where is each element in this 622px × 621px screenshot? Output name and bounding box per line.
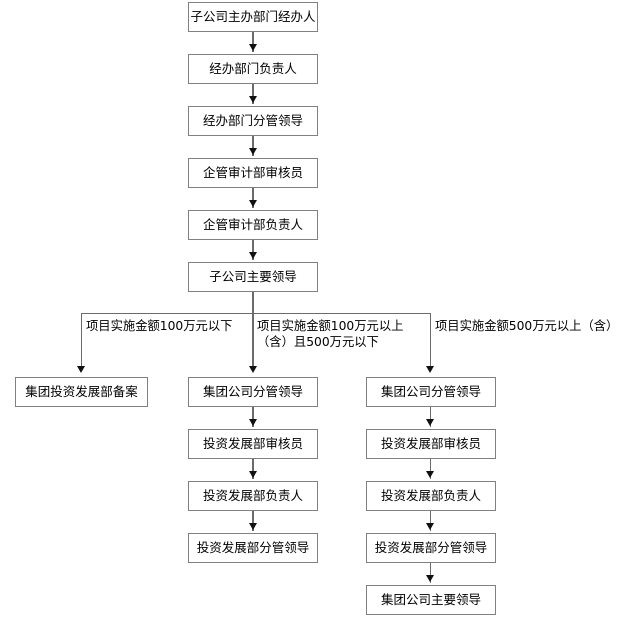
connector-split-stem xyxy=(252,292,254,314)
arrowhead-m3-m4 xyxy=(248,523,257,530)
process-node-audit-dept-reviewer[interactable]: 企管审计部审核员 xyxy=(188,158,318,188)
process-node-right-invest-reviewer[interactable]: 投资发展部审核员 xyxy=(366,429,496,459)
process-node-subsidiary-chief-leader[interactable]: 子公司主要领导 xyxy=(188,262,318,292)
arrowhead-m1-m2 xyxy=(248,419,257,426)
arrowhead-r2-r3 xyxy=(426,471,435,478)
process-node-group-invest-dept-filing[interactable]: 集团投资发展部备案 xyxy=(15,377,148,407)
arrowhead-n2-n3 xyxy=(248,96,257,103)
process-node-handling-dept-leader[interactable]: 经办部门分管领导 xyxy=(188,106,318,136)
connector-m1-m2 xyxy=(252,407,254,427)
process-node-mid-invest-head[interactable]: 投资发展部负责人 xyxy=(188,481,318,511)
branch-label-under-100: 项目实施金额100万元以下 xyxy=(86,319,233,333)
process-node-right-invest-head[interactable]: 投资发展部负责人 xyxy=(366,481,496,511)
arrowhead-m2-m3 xyxy=(248,471,257,478)
connector-branch-middle-drop xyxy=(252,313,254,369)
connector-branch-bus xyxy=(81,313,431,315)
connector-m3-m4 xyxy=(252,511,254,531)
connector-n1-n2 xyxy=(252,32,254,52)
connector-branch-left-drop xyxy=(80,313,82,369)
connector-r1-r2 xyxy=(430,407,432,427)
arrowhead-branch-right xyxy=(426,366,435,373)
connector-r4-r5 xyxy=(430,563,432,583)
connector-n2-n3 xyxy=(252,84,254,104)
connector-n3-n4 xyxy=(252,136,254,156)
arrowhead-branch-middle xyxy=(248,366,257,373)
arrowhead-n4-n5 xyxy=(248,200,257,207)
branch-label-over-500: 项目实施金额500万元以上（含） xyxy=(435,319,619,333)
arrowhead-r4-r5 xyxy=(426,575,435,582)
arrowhead-n5-n6 xyxy=(248,252,257,259)
process-node-audit-dept-head[interactable]: 企管审计部负责人 xyxy=(188,210,318,240)
connector-r2-r3 xyxy=(430,459,432,479)
arrowhead-r1-r2 xyxy=(426,419,435,426)
connector-n5-n6 xyxy=(252,240,254,260)
branch-label-100-to-500: 项目实施金额100万元以上（含）且500万元以下 xyxy=(257,319,404,349)
arrowhead-n3-n4 xyxy=(248,148,257,155)
process-node-right-group-leader[interactable]: 集团公司分管领导 xyxy=(366,377,496,407)
process-node-handling-dept-head[interactable]: 经办部门负责人 xyxy=(188,54,318,84)
process-node-mid-invest-reviewer[interactable]: 投资发展部审核员 xyxy=(188,429,318,459)
process-node-subsidiary-handler[interactable]: 子公司主办部门经办人 xyxy=(188,2,318,32)
connector-m2-m3 xyxy=(252,459,254,479)
process-node-right-group-chief-leader[interactable]: 集团公司主要领导 xyxy=(366,585,496,615)
process-node-mid-invest-dept-leader[interactable]: 投资发展部分管领导 xyxy=(188,533,318,563)
arrowhead-r3-r4 xyxy=(426,523,435,530)
arrowhead-n1-n2 xyxy=(248,44,257,51)
connector-branch-right-drop xyxy=(430,313,432,369)
process-node-mid-group-leader[interactable]: 集团公司分管领导 xyxy=(188,377,318,407)
connector-r3-r4 xyxy=(430,511,432,531)
process-node-right-invest-dept-leader[interactable]: 投资发展部分管领导 xyxy=(366,533,496,563)
connector-n4-n5 xyxy=(252,188,254,208)
arrowhead-branch-left xyxy=(77,366,85,373)
